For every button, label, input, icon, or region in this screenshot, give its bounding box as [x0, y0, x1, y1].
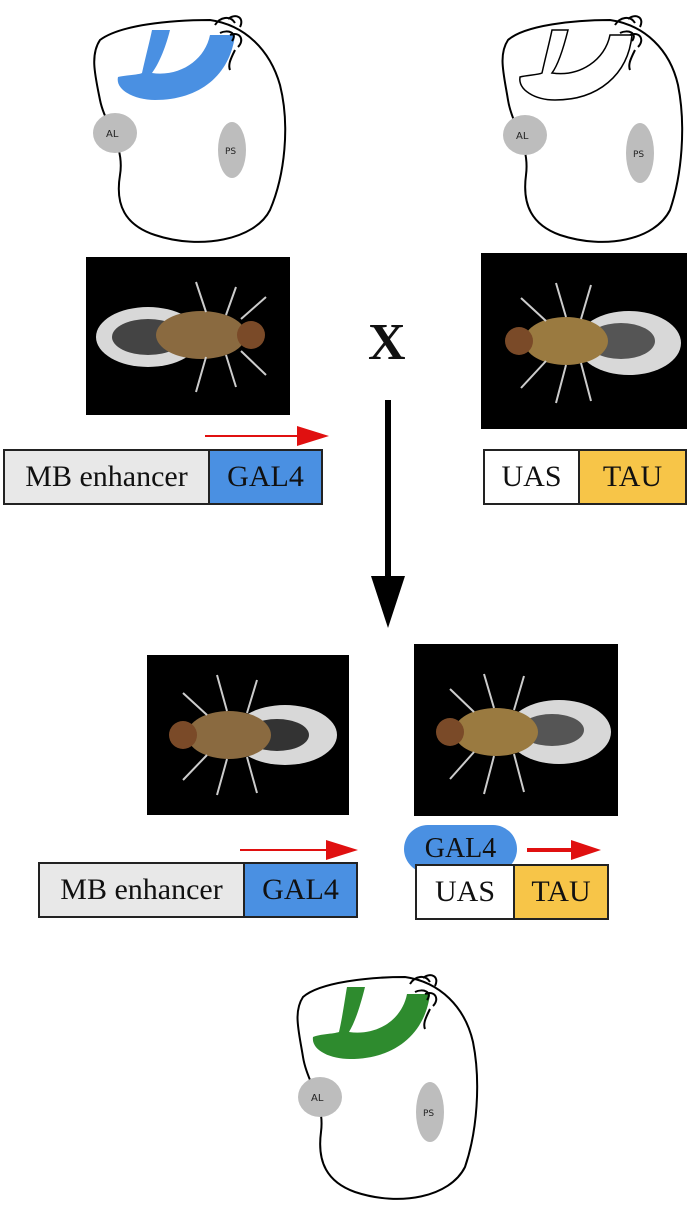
fly-photo-progeny-left [147, 655, 349, 815]
mb-enhancer-segment: MB enhancer [40, 864, 245, 916]
tau-segment: TAU [515, 866, 607, 918]
protocerebral-label: PS [423, 1109, 434, 1119]
protocerebral-label: PS [225, 147, 236, 157]
mushroom-body-expression [312, 987, 430, 1059]
gal4-segment: GAL4 [245, 864, 356, 916]
antennal-lobe-label: AL [311, 1093, 324, 1104]
cross-symbol: X [368, 314, 406, 371]
antennal-lobe [298, 1077, 342, 1117]
transcription-arrow-progeny-left [240, 840, 358, 860]
brain-diagram-parent-right: AL PS [501, 15, 684, 243]
fly-photo-parent-right [481, 253, 687, 429]
fly-photo-progeny-right [414, 644, 618, 816]
fly-photo-parent-left [86, 257, 290, 415]
transcription-arrow-progeny-right [527, 840, 601, 860]
protocerebral-structure [416, 1082, 444, 1142]
transcription-arrow-parent-left [205, 426, 329, 446]
uas-segment: UAS [417, 866, 515, 918]
construct-mb-gal4-progeny: MB enhancer GAL4 [38, 862, 358, 918]
gal4-segment: GAL4 [210, 451, 321, 503]
fly-icon [436, 673, 611, 795]
antennal-lobe-label: AL [516, 131, 529, 142]
brain-diagram-parent-left: AL PS [93, 15, 287, 243]
antennal-lobe [503, 115, 547, 155]
fly-icon [505, 282, 681, 404]
cross-progeny-arrow [371, 400, 405, 628]
mushroom-body-expression [117, 30, 235, 100]
brain-diagram-progeny: AL PS [296, 974, 479, 1200]
fly-icon [96, 281, 267, 393]
mushroom-body-outline [519, 29, 633, 101]
antennal-lobe [93, 113, 137, 153]
tau-segment: TAU [580, 451, 685, 503]
mb-enhancer-segment: MB enhancer [5, 451, 210, 503]
protocerebral-structure [218, 122, 246, 178]
construct-uas-tau-parent: UAS TAU [483, 449, 687, 505]
construct-uas-tau-progeny: UAS TAU [415, 864, 609, 920]
antennal-lobe-label: AL [106, 129, 119, 140]
calyx-cells [214, 15, 243, 71]
uas-segment: UAS [485, 451, 580, 503]
construct-mb-gal4-parent: MB enhancer GAL4 [3, 449, 323, 505]
fly-icon [169, 674, 337, 796]
calyx-cells [614, 15, 643, 71]
calyx-cells [409, 974, 438, 1030]
protocerebral-label: PS [633, 150, 644, 160]
protocerebral-structure [626, 123, 654, 183]
